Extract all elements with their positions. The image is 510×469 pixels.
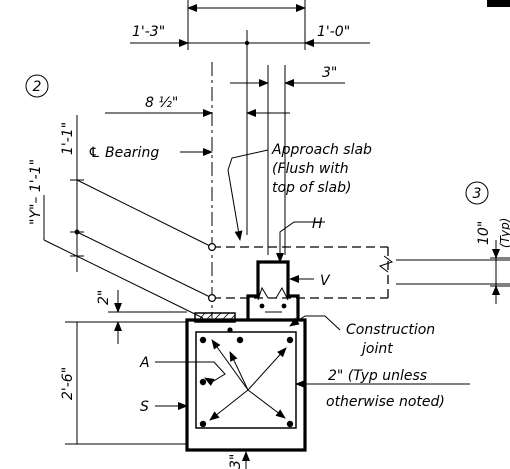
approach-slab	[212, 246, 510, 299]
dim-top-right: 1'-0"	[317, 24, 350, 40]
callout-circle-right	[465, 181, 489, 205]
dim-one-one: 1'-1"	[60, 122, 76, 155]
label-typ-note-2: otherwise noted)	[326, 394, 445, 410]
label-v: V	[320, 273, 331, 289]
cap-leaders	[155, 339, 287, 421]
ten-inch-dimension	[490, 240, 510, 304]
dim-top-left: 1'-3"	[132, 24, 165, 40]
dim-y: "Y"– 1'-1"	[28, 159, 44, 225]
callout-circle-left	[25, 74, 49, 98]
label-approach-3: top of slab)	[272, 180, 351, 196]
callout-left: 2	[33, 79, 42, 95]
dim-two-inch: 2"	[96, 290, 112, 305]
label-approach-1: Approach slab	[271, 142, 372, 158]
dim-eight-half: 8 ½"	[145, 95, 178, 111]
left-vertical-dimensions	[43, 115, 213, 319]
label-construction-1: Construction	[346, 322, 435, 338]
title-bar-fragment	[487, 0, 510, 7]
dim-three-inch: 3"	[322, 65, 337, 81]
dim-typ-partial: (Typ)	[498, 218, 510, 248]
label-bearing: ℄ Bearing	[88, 145, 159, 161]
label-typ-note-1: 2" (Typ unless	[328, 368, 427, 384]
label-a: A	[139, 355, 150, 371]
dim-two-six: 2'-6"	[60, 367, 76, 400]
bearing-point-upper	[208, 243, 217, 252]
callout-right: 3	[473, 186, 482, 202]
bearing-point-lower	[208, 294, 217, 303]
label-approach-2: (Flush with	[272, 161, 349, 177]
label-h: H	[312, 216, 323, 232]
dim-bottom-three: 3"	[228, 454, 244, 469]
dim-ten-inch: 10"	[476, 221, 492, 245]
backwall	[246, 260, 300, 320]
label-s: S	[140, 399, 149, 415]
label-construction-2: joint	[360, 341, 393, 357]
top-dimension-string	[130, 0, 370, 255]
left-cap-dimensions	[65, 290, 187, 445]
